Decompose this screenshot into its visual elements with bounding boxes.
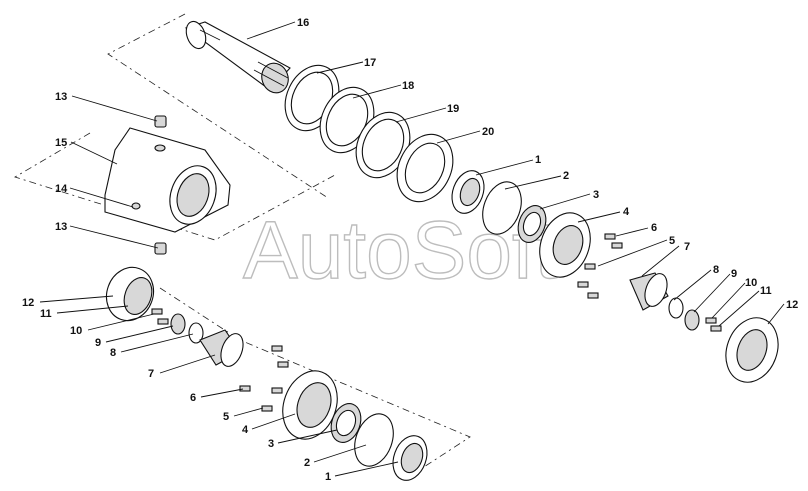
bolts-10-11-left xyxy=(151,308,169,325)
cover-left xyxy=(282,370,338,440)
label-8-left: 8 xyxy=(110,347,116,359)
seal-right xyxy=(517,205,547,243)
washer-9-left xyxy=(170,313,186,335)
ring-right xyxy=(482,181,522,235)
label-5-left: 5 xyxy=(223,411,229,423)
label-7-right: 7 xyxy=(684,241,690,253)
label-9-left: 9 xyxy=(95,337,101,349)
assembly-outline-lower xyxy=(159,287,471,477)
label-12-left: 12 xyxy=(22,297,34,309)
label-2-left: 2 xyxy=(304,457,310,469)
part-labels: 16 17 18 19 20 13 15 14 13 1 2 3 4 6 5 7… xyxy=(22,17,798,483)
housing xyxy=(104,127,231,233)
leader-lines xyxy=(39,21,785,477)
bolts-left xyxy=(239,345,289,412)
label-10-right: 10 xyxy=(745,277,757,289)
spline-hub-left xyxy=(199,329,244,367)
seal-left xyxy=(330,403,362,443)
bolts-right xyxy=(577,233,623,299)
label-3-right: 3 xyxy=(593,189,599,201)
flange-12-left xyxy=(105,266,155,322)
bearing-left xyxy=(392,435,428,481)
bearing-right xyxy=(451,170,485,214)
label-1-right: 1 xyxy=(535,154,541,166)
cover-right xyxy=(539,212,591,278)
ring-left xyxy=(354,413,394,467)
label-17: 17 xyxy=(364,57,376,69)
assembly-outline-upper xyxy=(107,13,329,199)
ring-8-left xyxy=(188,322,204,344)
ring-8-right xyxy=(668,297,684,319)
label-11-left: 11 xyxy=(40,308,52,320)
label-2-right: 2 xyxy=(563,170,569,182)
label-13-upper: 13 xyxy=(55,91,67,103)
label-1-left: 1 xyxy=(325,471,331,483)
label-13-lower: 13 xyxy=(55,221,67,233)
flange-12-right xyxy=(725,317,779,383)
washer-9-right xyxy=(684,309,700,331)
label-11-right: 11 xyxy=(760,285,772,297)
plug-upper xyxy=(154,115,167,128)
bolts-10-11-right xyxy=(705,317,722,332)
bolt-housing xyxy=(131,202,141,210)
label-19: 19 xyxy=(447,103,459,115)
label-8-right: 8 xyxy=(713,264,719,276)
label-6-left: 6 xyxy=(190,392,196,404)
spline-hub-right xyxy=(629,272,669,311)
label-4-left: 4 xyxy=(242,424,249,436)
plug-lower xyxy=(154,242,167,255)
label-14: 14 xyxy=(55,183,68,195)
label-18: 18 xyxy=(402,80,414,92)
label-4-right: 4 xyxy=(623,206,630,218)
splined-shaft xyxy=(184,20,291,94)
label-3-left: 3 xyxy=(268,438,274,450)
label-15: 15 xyxy=(55,137,67,149)
label-20: 20 xyxy=(482,126,494,138)
label-9-right: 9 xyxy=(731,268,737,280)
label-16: 16 xyxy=(297,17,309,29)
label-7-left: 7 xyxy=(148,368,154,380)
label-12-right: 12 xyxy=(786,299,798,311)
label-5-right: 5 xyxy=(669,235,675,247)
gasket-19 xyxy=(355,111,411,179)
label-10-left: 10 xyxy=(70,325,82,337)
label-6-right: 6 xyxy=(651,222,657,234)
plate-20 xyxy=(396,133,454,203)
